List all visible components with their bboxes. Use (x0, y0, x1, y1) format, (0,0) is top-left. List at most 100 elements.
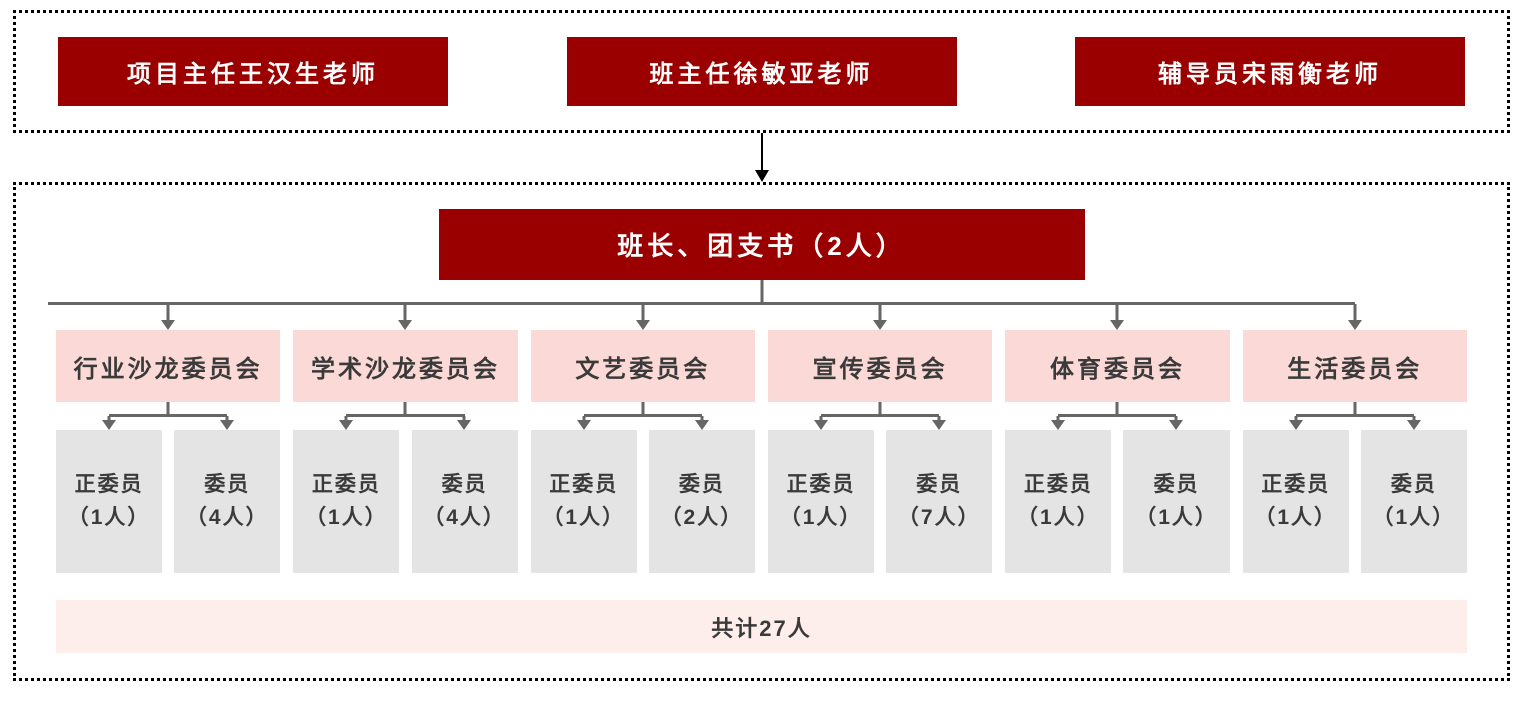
arrow-down-icon (1051, 420, 1066, 430)
connector-line (878, 304, 882, 320)
member-count: （1人） (542, 505, 626, 529)
arrow-down-icon (1406, 420, 1421, 430)
committee-box-industry-salon: 行业沙龙委员会 (56, 330, 281, 402)
member-count: （2人） (660, 505, 744, 529)
pair-connector (1005, 402, 1229, 430)
connector-line (346, 414, 465, 417)
teacher-label: 辅导员宋雨衡老师 (1158, 61, 1382, 88)
connector-line (1174, 416, 1178, 421)
connector-line (760, 133, 763, 171)
arrow-down-icon (694, 420, 709, 430)
leader-box: 班长、团支书（2人） (438, 209, 1085, 280)
arrow-down-icon (576, 420, 591, 430)
teacher-box-counselor: 辅导员宋雨衡老师 (1075, 37, 1465, 106)
committee-box-arts: 文艺委员会 (530, 330, 755, 402)
committee-label: 行业沙龙委员会 (73, 355, 263, 383)
member-count: （1人） (1372, 505, 1456, 529)
member-box: 委员 （4人） (411, 430, 518, 573)
arrow-down-icon (635, 320, 650, 330)
member-box: 委员 （1人） (1360, 430, 1467, 573)
arrow-down-icon (398, 320, 413, 330)
connector-line (344, 416, 348, 421)
member-count: （4人） (185, 505, 269, 529)
class-committee-section: 班长、团支书（2人） (13, 182, 1510, 681)
member-role: 委员 (441, 472, 488, 496)
member-box: 委员 （1人） (1123, 430, 1230, 573)
connector-line (1294, 416, 1298, 421)
total-label: 共计27人 (711, 615, 812, 641)
connector-line (582, 416, 586, 421)
member-box: 委员 （4人） (174, 430, 281, 573)
member-count: （4人） (423, 505, 506, 529)
connector-branch (759, 280, 1001, 330)
member-count: （1人） (305, 505, 388, 529)
connector-line (1115, 402, 1119, 416)
arrow-down-icon (1110, 320, 1125, 330)
committee-label: 文艺委员会 (575, 355, 711, 383)
org-chart: 项目主任王汉生老师 班主任徐敏亚老师 辅导员宋雨衡老师 班长、团支书（2人） (0, 10, 1523, 701)
connector-line (403, 402, 407, 416)
connector-line (1353, 304, 1357, 320)
teacher-label: 项目主任王汉生老师 (127, 61, 379, 88)
committee-row: 行业沙龙委员会 学术沙龙委员会 文艺委员会 宣传委员会 体育委员会 生活委员会 (16, 330, 1507, 402)
member-role: 委员 (204, 472, 251, 496)
connector-branch (1234, 280, 1467, 330)
connector-line (760, 280, 763, 303)
member-count: （1人） (67, 505, 151, 529)
connector-line (166, 402, 170, 416)
connector-branch (47, 280, 289, 330)
member-role: 委员 (1153, 472, 1200, 496)
member-role: 委员 (678, 472, 725, 496)
committee-box-sports: 体育委员会 (1005, 330, 1230, 402)
chief-member-box: 正委员 （1人） (530, 430, 637, 573)
member-pair-sports: 正委员 （1人） 委员 （1人） (1005, 430, 1230, 573)
total-bar: 共计27人 (56, 600, 1467, 653)
member-role: 正委员 (74, 472, 144, 496)
member-count: （1人） (1135, 505, 1218, 529)
teachers-section: 项目主任王汉生老师 班主任徐敏亚老师 辅导员宋雨衡老师 (13, 10, 1510, 133)
arrow-down-icon (220, 420, 235, 430)
connector-line (1058, 414, 1177, 417)
section-connector (0, 133, 1523, 182)
arrow-down-icon (873, 320, 888, 330)
member-pair-publicity: 正委员 （1人） 委员 （7人） (767, 430, 993, 573)
teacher-label: 班主任徐敏亚老师 (649, 61, 874, 88)
connector-line (1056, 416, 1060, 421)
chief-member-box: 正委员 （1人） (1005, 430, 1112, 573)
arrow-down-icon (1288, 420, 1303, 430)
member-role: 正委员 (311, 472, 381, 496)
committee-box-publicity: 宣传委员会 (767, 330, 993, 402)
member-role: 正委员 (786, 472, 856, 496)
member-role: 正委员 (1261, 472, 1331, 496)
committee-label: 体育委员会 (1049, 355, 1185, 383)
arrow-down-icon (339, 420, 354, 430)
committee-box-life: 生活委员会 (1242, 330, 1467, 402)
pair-connector (768, 402, 992, 430)
member-pair-academic-salon: 正委员 （1人） 委员 （4人） (293, 430, 518, 573)
member-role: 正委员 (1023, 472, 1093, 496)
arrow-down-icon (1169, 420, 1184, 430)
connector-line (1295, 414, 1414, 417)
connector-line (1353, 402, 1357, 416)
pair-connector (56, 402, 280, 430)
connector-line (107, 416, 111, 421)
leader-label: 班长、团支书（2人） (617, 231, 906, 261)
teacher-box-head-teacher: 班主任徐敏亚老师 (566, 37, 957, 106)
connector-line (937, 416, 941, 421)
connector-branch (997, 280, 1238, 330)
chief-member-box: 正委员 （1人） (293, 430, 400, 573)
member-role: 委员 (1390, 472, 1437, 496)
member-count: （1人） (779, 505, 863, 529)
connector-branch (522, 280, 764, 330)
member-role: 正委员 (549, 472, 619, 496)
chief-member-box: 正委员 （1人） (767, 430, 875, 573)
member-count: （7人） (897, 505, 981, 529)
arrow-down-icon (161, 320, 176, 330)
arrow-down-icon (814, 420, 829, 430)
connector-line (700, 416, 704, 421)
member-pair-life: 正委员 （1人） 委员 （1人） (1242, 430, 1467, 573)
committee-label: 学术沙龙委员会 (310, 355, 500, 383)
connector-line (641, 304, 645, 320)
connector-line (1412, 416, 1416, 421)
connector-line (878, 402, 882, 416)
